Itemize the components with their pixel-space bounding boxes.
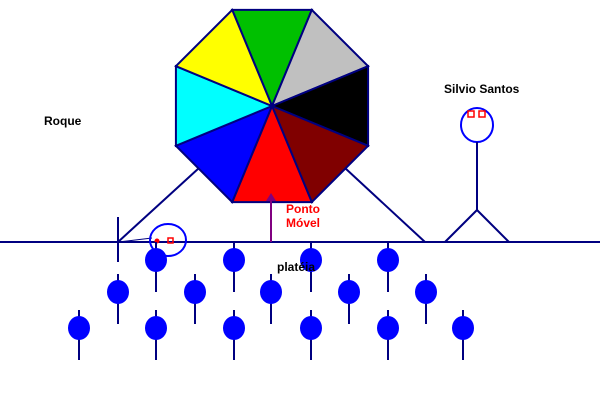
label-roque: Roque	[44, 114, 82, 128]
audience-member	[184, 274, 206, 324]
wheel-left-leg	[117, 167, 200, 243]
label-moving-point-line2: Móvel	[286, 216, 321, 230]
audience-member	[377, 310, 399, 360]
audience-member	[415, 274, 437, 324]
audience-member	[338, 274, 360, 324]
audience-member	[452, 310, 474, 360]
audience	[68, 242, 474, 360]
silvio-eye-left	[467, 110, 475, 118]
audience-member	[223, 310, 245, 360]
silvio-head	[460, 107, 494, 143]
label-moving-point: Ponto Móvel	[286, 202, 320, 230]
silvio-santos-figure	[444, 107, 510, 243]
audience-member	[260, 274, 282, 324]
audience-member	[300, 242, 322, 292]
wheel-right-leg	[344, 167, 426, 243]
audience-member	[107, 274, 129, 324]
audience-member	[145, 242, 167, 292]
roque-head	[149, 223, 187, 257]
audience-member	[300, 310, 322, 360]
audience-member	[68, 310, 90, 360]
silvio-eye-right	[478, 110, 486, 118]
prize-wheel	[174, 8, 370, 204]
label-audience: platéia	[277, 260, 316, 274]
roque-figure	[84, 217, 187, 262]
label-silvio-santos: Silvio Santos	[444, 82, 520, 96]
wheel-sector	[174, 8, 274, 108]
label-moving-point-line1: Ponto	[286, 202, 320, 216]
moving-pointer-arrowhead	[266, 193, 276, 201]
audience-member	[223, 242, 245, 292]
audience-member	[145, 310, 167, 360]
roque-eye-right	[167, 237, 174, 244]
audience-member	[377, 242, 399, 292]
